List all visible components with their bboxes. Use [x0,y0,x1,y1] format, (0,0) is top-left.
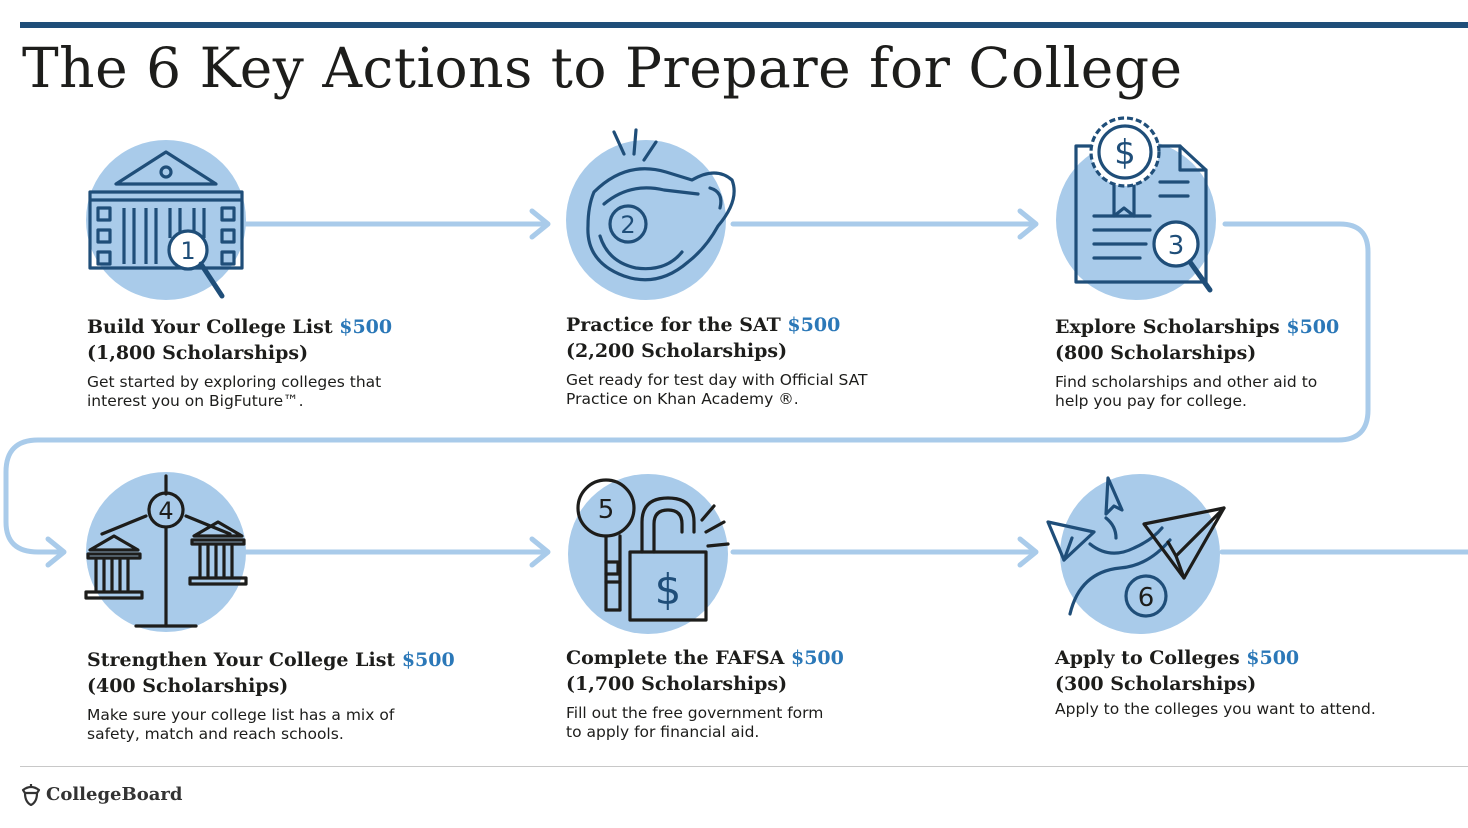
step-number: 3 [1168,231,1185,261]
bottom-rule [20,766,1468,767]
paper-planes-icon: 6 [1046,474,1226,634]
step-description: Apply to the colleges you want to attend… [1055,700,1376,718]
step-3: Explore Scholarships $500 (800 Scholarsh… [1055,314,1455,411]
footer-logo-text: CollegeBoard [46,783,183,805]
step-title: Explore Scholarships $500 [1055,316,1340,338]
step-number: 2 [620,211,635,239]
step-title: Apply to Colleges $500 [1055,647,1300,669]
step-number: 6 [1138,583,1155,613]
step-count: (2,200 Scholarships) [566,340,788,362]
key-and-lock-icon: 5 $ [568,474,730,634]
balance-scale-colleges-icon: 4 [84,472,248,632]
step-1: Build Your College List $500 (1,800 Scho… [87,314,487,411]
step-title: Complete the FAFSA $500 [566,647,844,669]
step-description: Get ready for test day with Official SAT… [566,371,868,408]
step-title: Strengthen Your College List $500 [87,649,455,671]
step-2: Practice for the SAT $500 (2,200 Scholar… [566,312,966,409]
step-amount: $500 [790,647,844,669]
step-title: Build Your College List $500 [87,316,393,338]
step-amount: $500 [1246,647,1300,669]
acorn-icon [21,784,41,806]
step-title: Practice for the SAT $500 [566,314,841,336]
svg-text:$: $ [1114,133,1136,173]
step-count: (300 Scholarships) [1055,673,1257,695]
step-description: Make sure your college list has a mix of… [87,706,395,743]
step-amount: $500 [339,316,393,338]
step-count: (400 Scholarships) [87,675,289,697]
step-4: Strengthen Your College List $500 (400 S… [87,647,487,744]
top-rule [20,22,1468,28]
step-number: 4 [158,497,173,525]
step-amount: $500 [787,314,841,336]
step-number: 5 [598,495,615,525]
step-amount: $500 [401,649,455,671]
svg-text:$: $ [655,565,682,614]
step-count: (800 Scholarships) [1055,342,1257,364]
step-5: Complete the FAFSA $500 (1,700 Scholarsh… [566,645,966,742]
scholarship-certificate-icon: $ 3 [1056,116,1216,300]
page-title: The 6 Key Actions to Prepare for College [22,36,1183,100]
step-number: 1 [180,237,195,265]
whistle-icon: 2 [566,128,736,300]
collegeboard-logo: CollegeBoard [20,782,182,806]
step-6: Apply to Colleges $500 (300 Scholarships… [1055,645,1455,719]
step-amount: $500 [1286,316,1340,338]
college-building-search-icon: 1 [86,140,246,300]
step-count: (1,700 Scholarships) [566,673,788,695]
step-count: (1,800 Scholarships) [87,342,309,364]
